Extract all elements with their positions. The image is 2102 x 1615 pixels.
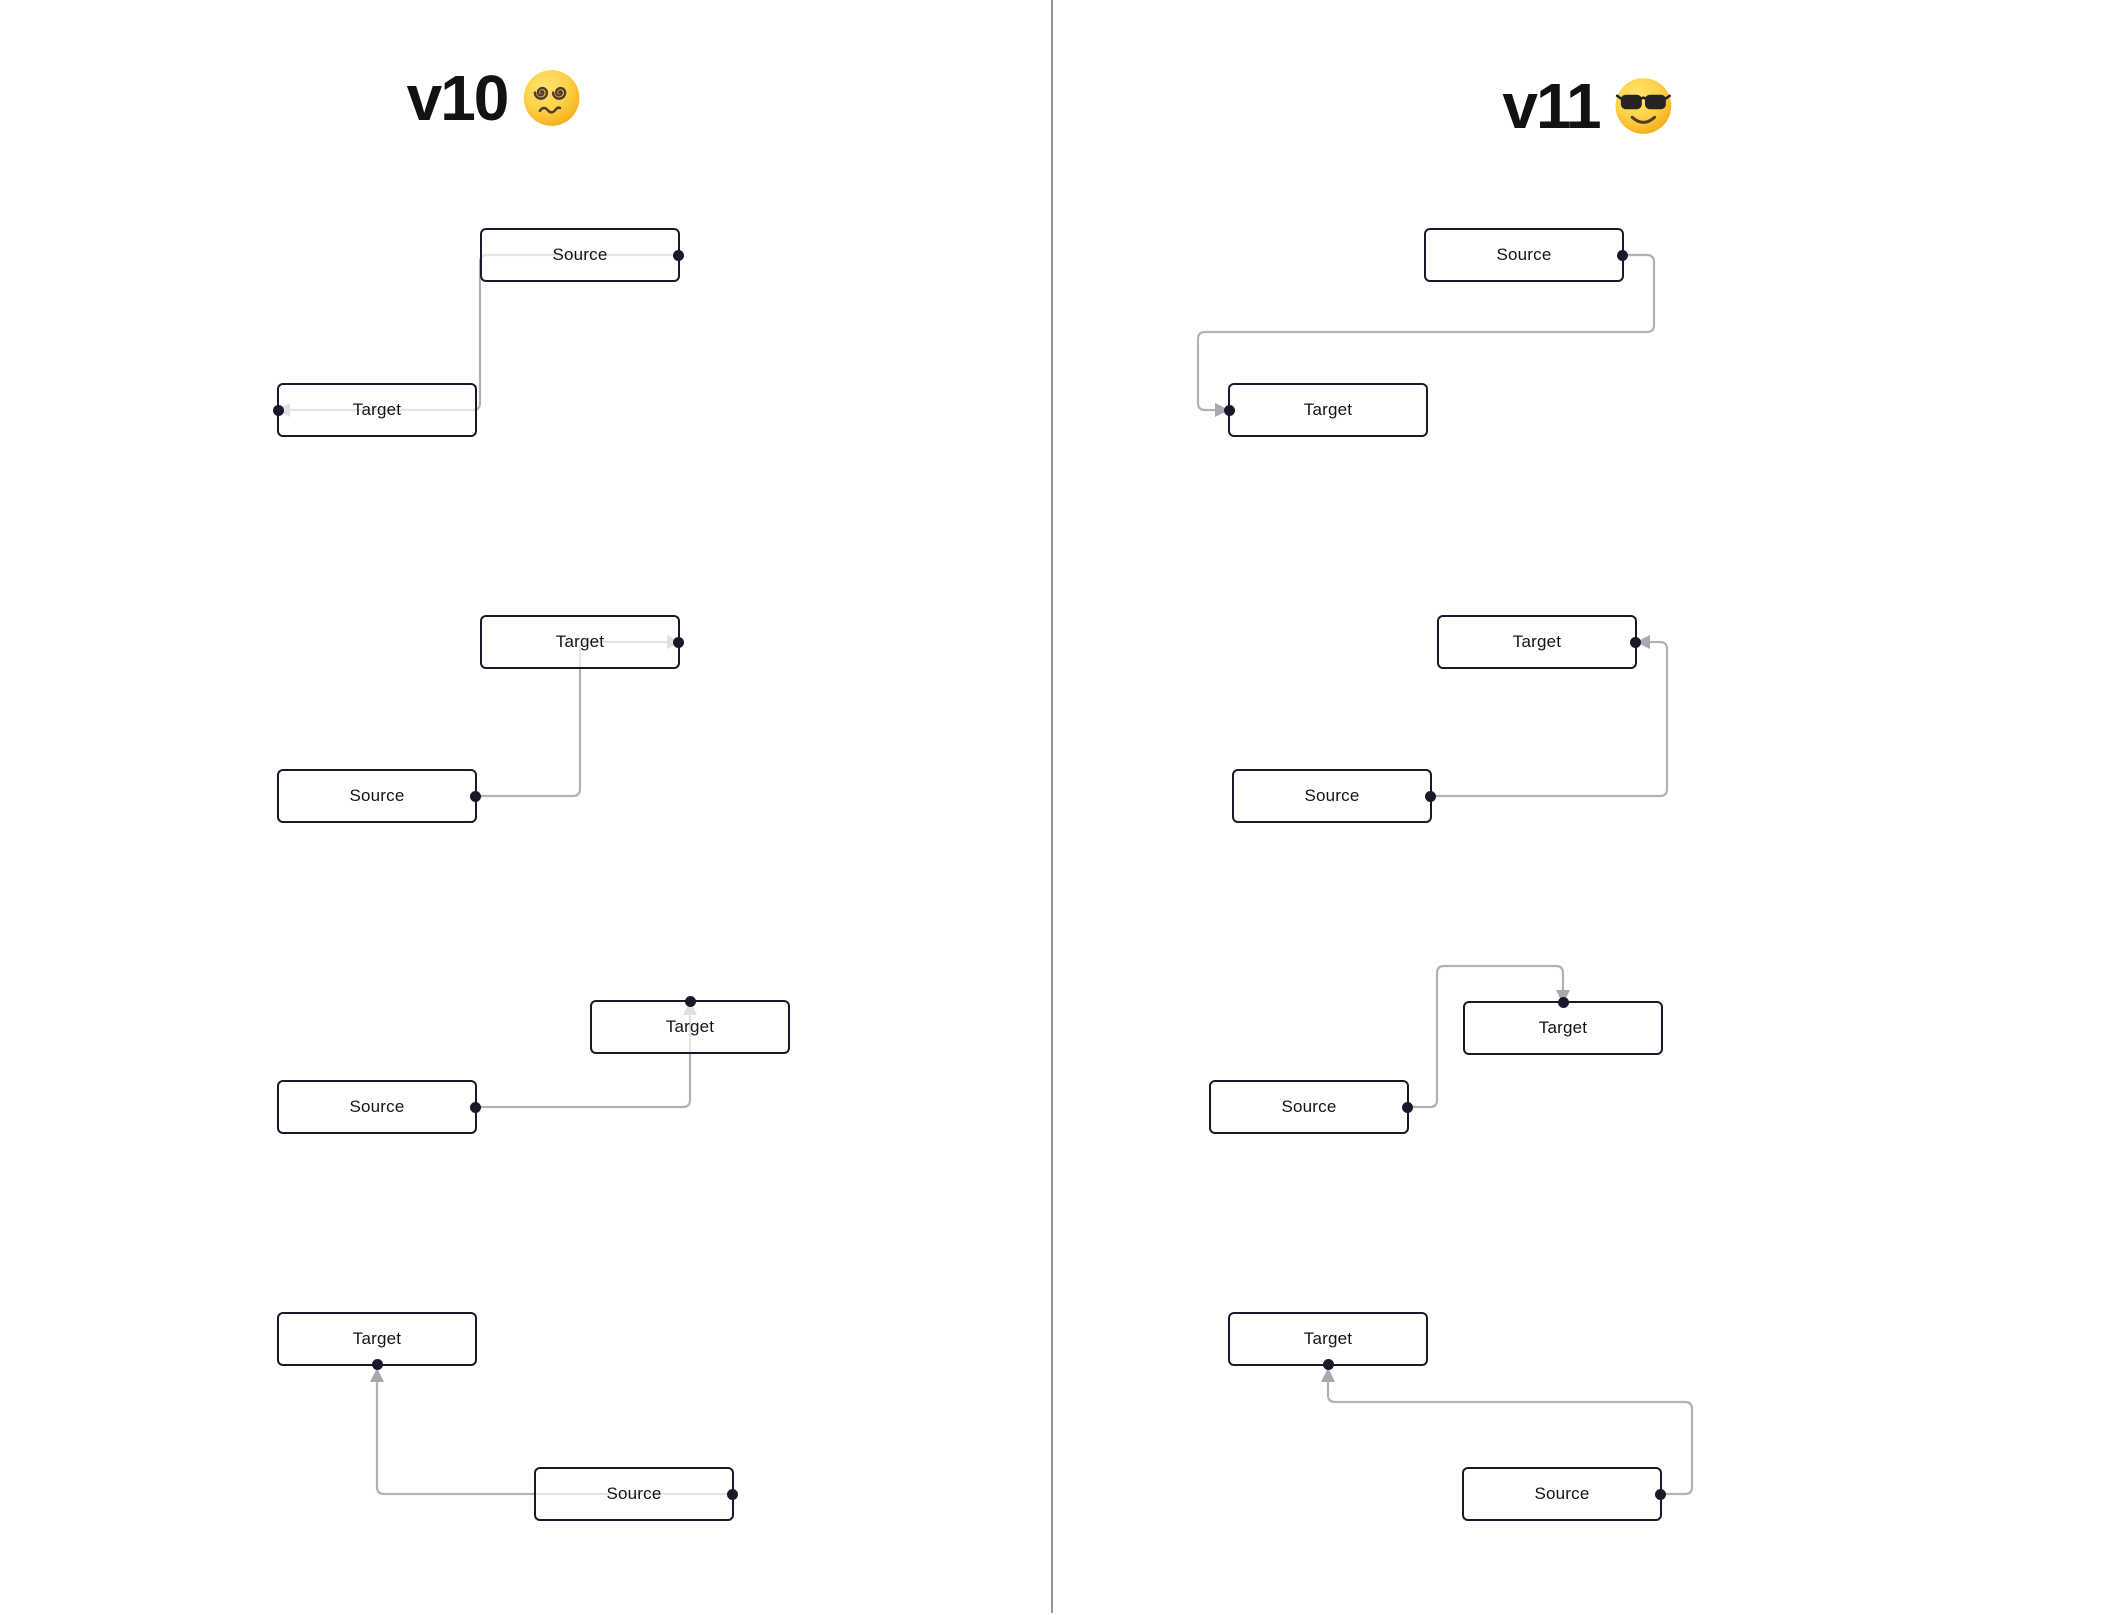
node-label: Target — [352, 1329, 402, 1348]
edge[interactable] — [1432, 640, 1669, 798]
node-target[interactable]: Target — [1437, 615, 1641, 669]
node-label: Source — [349, 786, 405, 805]
source-handle-dot[interactable] — [1655, 1488, 1666, 1500]
node-label: Source — [1534, 1484, 1590, 1503]
target-handle-dot[interactable] — [1557, 997, 1569, 1008]
node-label: Target — [555, 632, 605, 651]
dizzy-face-emoji — [523, 70, 580, 126]
node-source[interactable]: Source — [1462, 1467, 1666, 1521]
node-source[interactable]: Source — [1424, 228, 1628, 282]
node-target[interactable]: Target — [273, 383, 477, 437]
node-source[interactable]: Source — [277, 1080, 481, 1134]
node-label: Source — [349, 1097, 405, 1116]
target-handle-dot[interactable] — [1322, 1359, 1334, 1370]
node-label: Source — [552, 245, 608, 264]
source-handle-dot[interactable] — [470, 790, 481, 802]
node-target[interactable]: Target — [277, 1312, 477, 1370]
target-handle-dot[interactable] — [371, 1359, 383, 1370]
node-label: Source — [1304, 786, 1360, 805]
v10-title-text: v10 — [406, 62, 510, 134]
edge[interactable] — [375, 1369, 734, 1496]
target-handle-dot[interactable] — [1630, 636, 1641, 648]
sunglasses-face-emoji — [1615, 78, 1672, 134]
edge-arrowhead — [370, 1368, 384, 1382]
target-handle-dot[interactable] — [273, 404, 284, 416]
node-label: Source — [606, 1484, 662, 1503]
source-handle-dot[interactable] — [727, 1488, 738, 1500]
node-target[interactable]: Target — [1224, 383, 1428, 437]
node-target[interactable]: Target — [1228, 1312, 1428, 1370]
node-label: Source — [1281, 1097, 1337, 1116]
source-handle-dot[interactable] — [1617, 249, 1628, 261]
node-label: Target — [665, 1017, 715, 1036]
source-handle-dot[interactable] — [470, 1101, 481, 1113]
node-label: Target — [1303, 1329, 1353, 1348]
source-handle-dot[interactable] — [1425, 790, 1436, 802]
node-target[interactable]: Target — [480, 615, 684, 669]
node-source[interactable]: Source — [277, 769, 481, 823]
node-target[interactable]: Target — [590, 996, 790, 1054]
edge-arrowhead — [1321, 1368, 1335, 1382]
node-label: Target — [1538, 1018, 1588, 1037]
target-handle-dot[interactable] — [1224, 404, 1235, 416]
v10-title: v10 — [407, 66, 582, 130]
node-source[interactable]: Source — [1209, 1080, 1413, 1134]
node-source[interactable]: Source — [534, 1467, 738, 1521]
node-source[interactable]: Source — [480, 228, 684, 282]
target-handle-dot[interactable] — [673, 636, 684, 648]
edge[interactable] — [1326, 1369, 1694, 1496]
edge-arrowhead — [1215, 403, 1229, 417]
v11-title-text: v11 — [1502, 70, 1601, 142]
edge[interactable] — [477, 1002, 692, 1109]
target-handle-dot[interactable] — [684, 996, 696, 1007]
source-handle-dot[interactable] — [1402, 1101, 1413, 1113]
edge[interactable] — [1409, 964, 1565, 1109]
node-label: Target — [1303, 400, 1353, 419]
column-divider — [1051, 0, 1053, 1613]
node-label: Target — [1512, 632, 1562, 651]
v11-title: v11 — [1502, 74, 1673, 138]
node-target[interactable]: Target — [1463, 997, 1663, 1055]
node-label: Source — [1496, 245, 1552, 264]
node-label: Target — [352, 400, 402, 419]
source-handle-dot[interactable] — [673, 249, 684, 261]
node-source[interactable]: Source — [1232, 769, 1436, 823]
edge[interactable] — [1196, 253, 1656, 412]
edge-arrowhead — [1636, 635, 1650, 649]
